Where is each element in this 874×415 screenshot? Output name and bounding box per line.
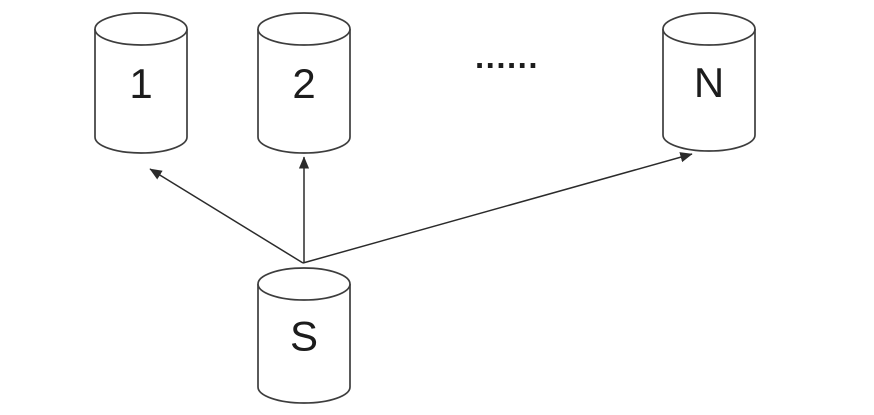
cylinder-2: 2 bbox=[257, 12, 351, 154]
cylinder-body bbox=[257, 29, 351, 154]
node-label: 2 bbox=[292, 60, 315, 107]
cylinder-body bbox=[662, 29, 756, 152]
ellipsis-dots: ...... bbox=[475, 38, 539, 75]
cylinder-s: S bbox=[257, 267, 351, 404]
edges-layer bbox=[149, 152, 693, 264]
cylinder-top-ellipse bbox=[257, 12, 351, 46]
cylinder-top-ellipse bbox=[94, 12, 188, 46]
cylinder-body bbox=[94, 29, 188, 154]
node-label: 1 bbox=[129, 60, 152, 107]
edge-s-to-1 bbox=[149, 168, 304, 264]
cylinder-top-ellipse bbox=[257, 267, 351, 301]
nodes-layer: 1 2 N S bbox=[94, 12, 756, 404]
cylinder-1: 1 bbox=[94, 12, 188, 154]
node-label: S bbox=[290, 313, 318, 360]
cylinder-top-ellipse bbox=[662, 12, 756, 46]
cylinder-body bbox=[257, 284, 351, 404]
cylinder-n: N bbox=[662, 12, 756, 152]
edge-s-to-n bbox=[302, 152, 693, 264]
node-label: N bbox=[694, 59, 724, 106]
